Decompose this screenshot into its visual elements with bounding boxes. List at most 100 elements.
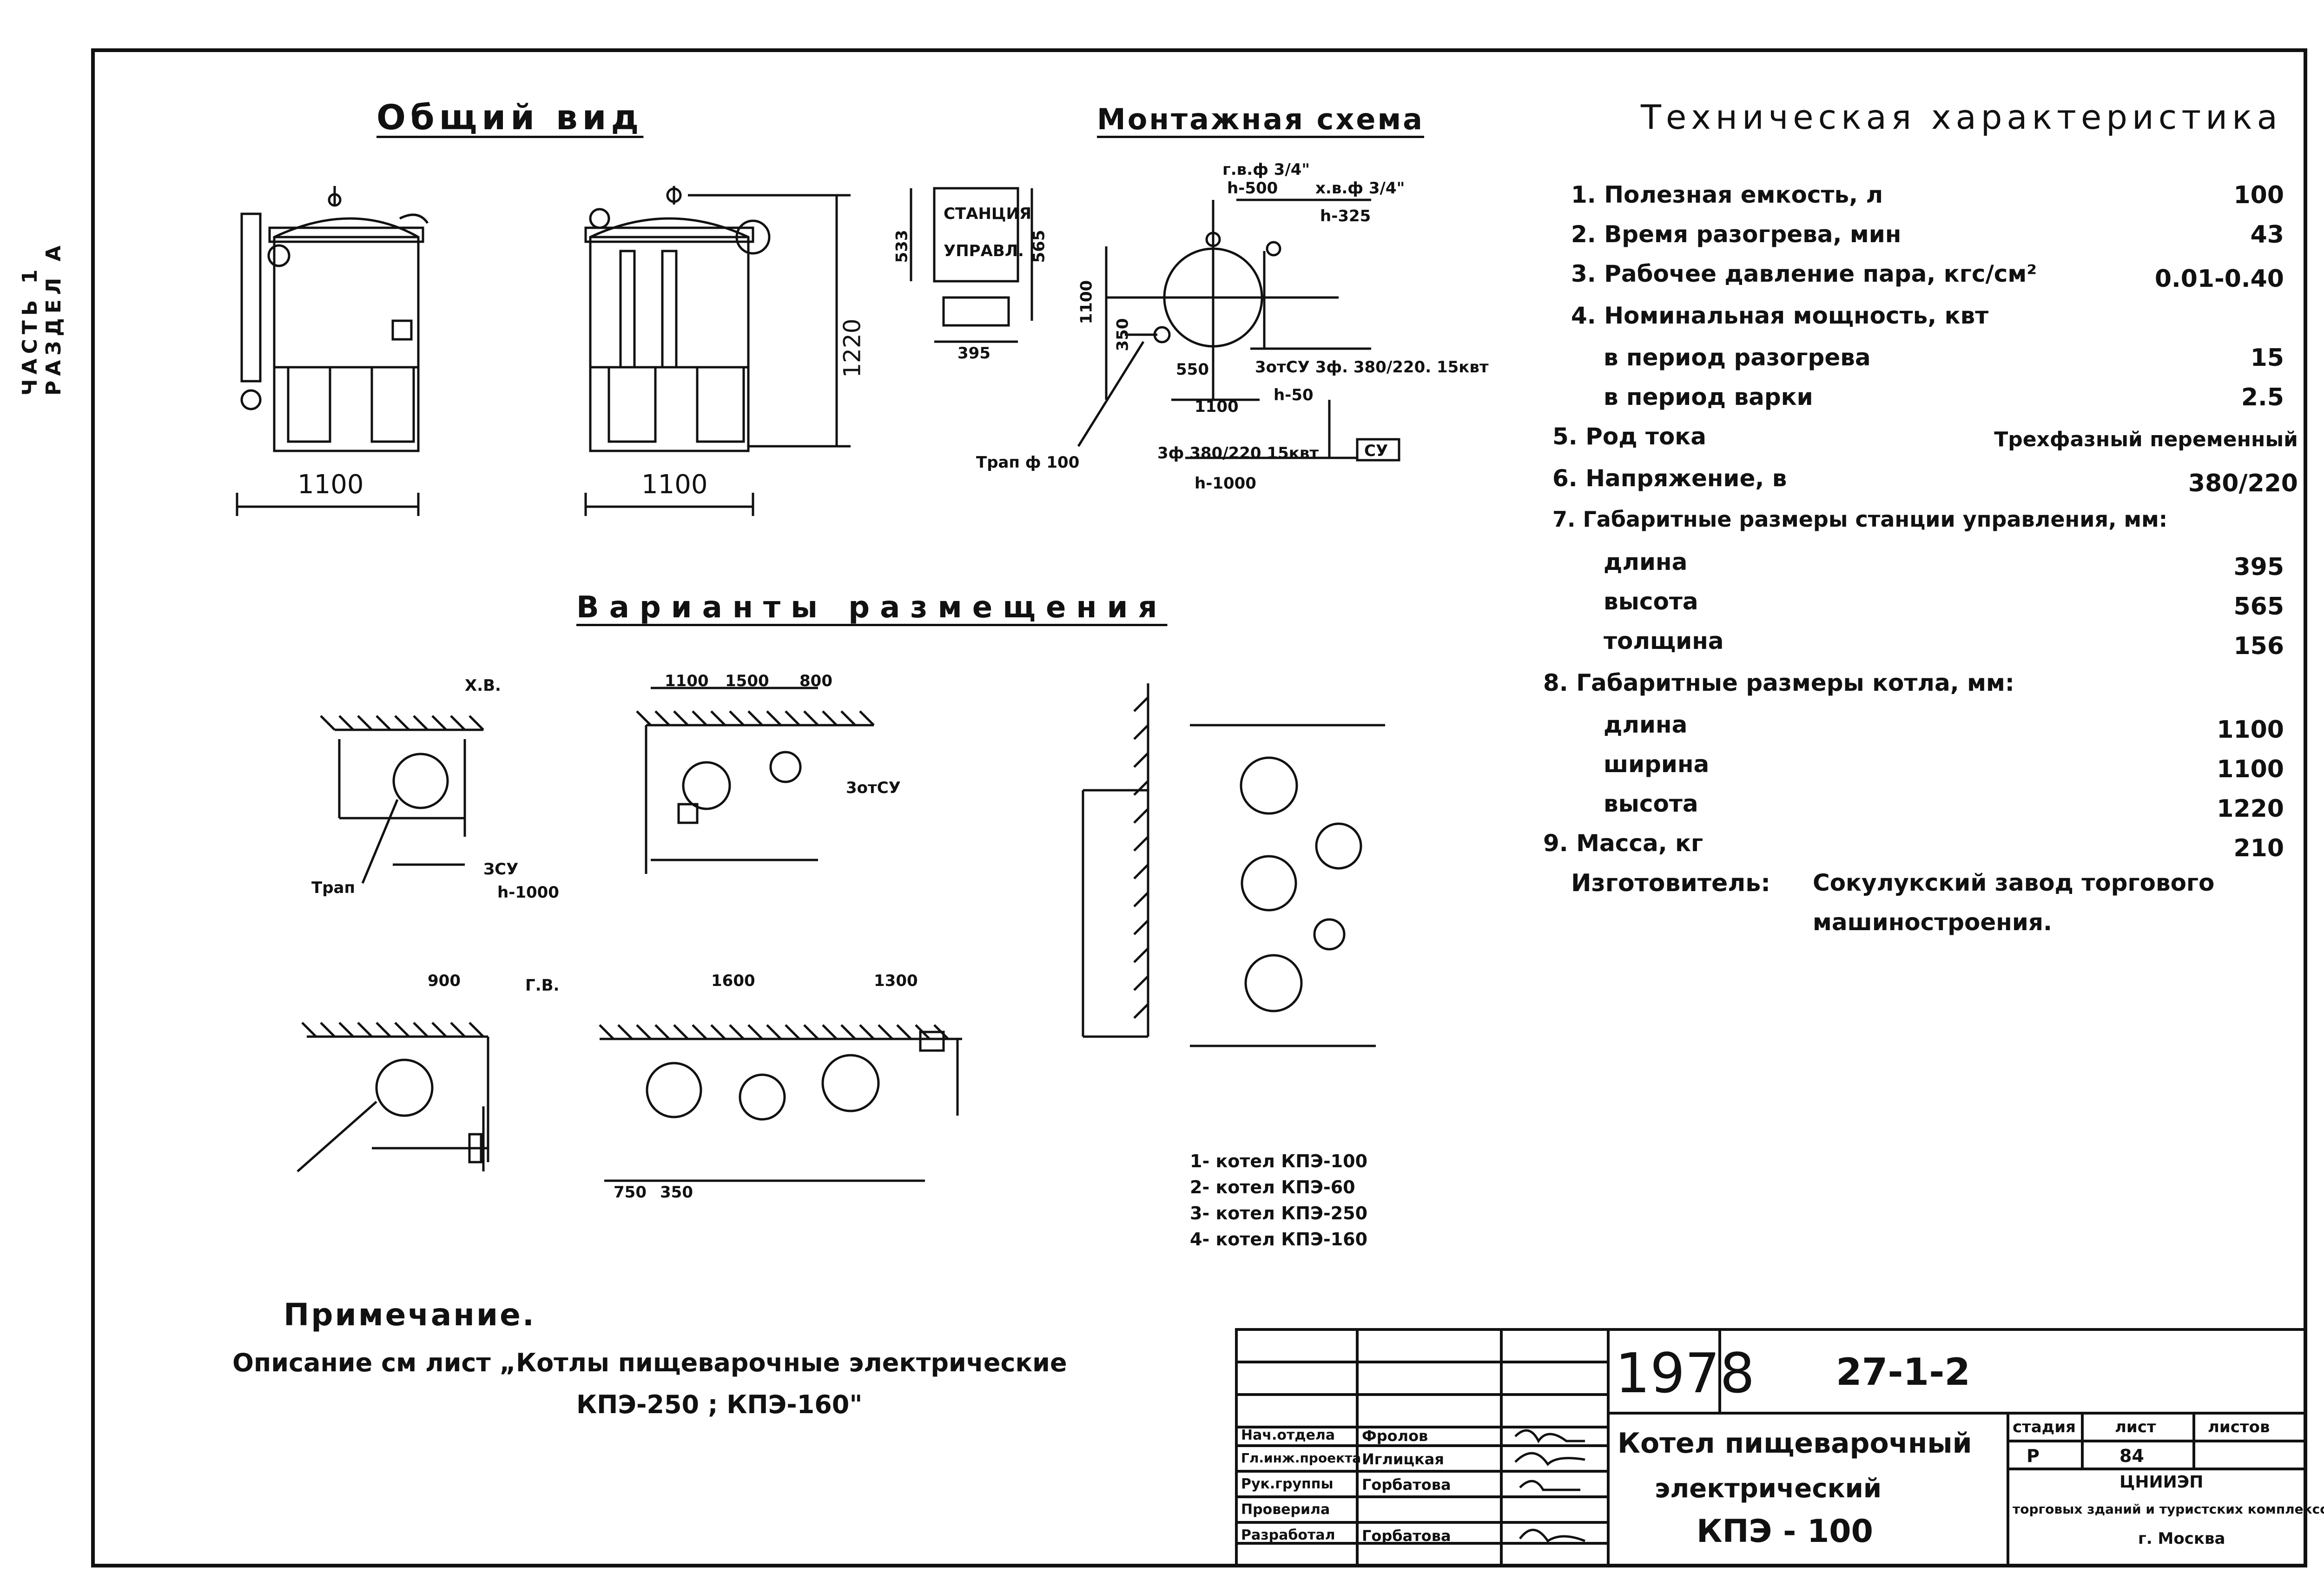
tech-row-label: 2. Время разогрева, мин [1571,221,1901,248]
placement-label-12: 900 [428,972,461,990]
tech-row-value: 1100 [2217,716,2284,744]
tb-role-name: Горбатова [1362,1527,1451,1545]
label-h1000: h-1000 [1195,474,1256,493]
manufacturer-line-1: Сокулукский завод торгового [1813,869,2215,896]
tb-name-1: Котел пищеварочный [1618,1427,1972,1460]
station-label-2: УПРАВЛ. [944,242,1024,260]
tech-row-label: в период разогрева [1604,344,1871,371]
tb-org-2: торговых зданий и туристских комплексов [2013,1501,2324,1517]
legend-item: 1- котел КПЭ-100 [1190,1151,1368,1171]
tech-row-value: 15 [2250,344,2284,372]
legend-item: 3- котел КПЭ-250 [1190,1203,1368,1223]
notes-line-2: КПЭ-250 ; КПЭ-160" [576,1390,863,1419]
label-h325: h-325 [1320,207,1371,225]
tb-org-1: ЦНИИЭП [2119,1473,2204,1492]
dim-533: 533 [892,230,911,263]
tech-row-value: 1220 [2217,795,2284,823]
label-3otsu: 3отСУ 3ф. 380/220. 15квт [1255,358,1489,377]
tech-row-value: 210 [2233,834,2284,862]
general-view-dim-width-2: 1100 [641,469,708,500]
label-3f: 3ф 380/220 15квт [1157,444,1319,463]
tb-org-3: г. Москва [2138,1529,2225,1548]
general-view-dim-height: 1220 [838,318,866,378]
placement-label-8: 1500 [725,672,769,690]
tb-role-name: Иглицкая [1362,1450,1444,1468]
placement-label-7: 1100 [665,672,709,690]
notes-line-1: Описание см лист „Котлы пищеварочные эле… [232,1348,1067,1377]
tb-name-3: КПЭ - 100 [1697,1513,1873,1550]
dim-1100-horizontal: 1100 [1195,397,1239,416]
placement-label-6: h-1000 [497,883,559,902]
tech-row-label: 1. Полезная емкость, л [1571,181,1883,208]
placement-variant-1 [320,715,484,884]
label-h500: h-500 [1227,179,1278,198]
tech-row-label: 5. Род тока [1552,423,1706,450]
signatures [1514,1429,1585,1543]
label-gv: г.в.ф 3/4" [1222,160,1310,179]
placement-label-11: 1300 [874,972,918,990]
tech-row-value: 0.01-0.40 [2154,265,2284,293]
label-su: СУ [1364,442,1388,460]
dim-350: 350 [1113,318,1132,351]
tech-row-label: толщина [1604,628,1724,655]
tech-row-label: 4. Номинальная мощность, квт [1571,302,1989,329]
label-trap: Трап ф 100 [976,453,1080,472]
dim-1100-vertical: 1100 [1077,280,1096,324]
mounting-plan [1077,198,1400,462]
tech-row-value: 43 [2250,221,2284,249]
placement-label-14: 350 [660,1183,693,1202]
label-h50: h-50 [1274,386,1314,404]
placement-label-5: Трап [311,879,355,897]
label-xv: х.в.ф 3/4" [1315,179,1405,198]
tech-row-label: высота [1604,790,1698,817]
tech-row-label: 6. Напряжение, в [1552,465,1787,492]
tb-role: Разработал [1241,1527,1335,1543]
tech-title: Техническая характеристика [1641,98,2282,137]
dim-395: 395 [957,344,990,363]
tech-row-label: высота [1604,588,1698,615]
tb-role-name: Горбатова [1362,1476,1451,1494]
placement-legend: 1- котел КПЭ-100 2- котел КПЭ-60 3- коте… [1190,1148,1367,1252]
placement-variant-2 [636,687,875,874]
tb-code: 27-1-2 [1836,1350,1971,1394]
tb-name-2: электрический [1655,1474,1882,1504]
tech-row-label: 7. Габаритные размеры станции управления… [1552,507,2168,532]
tech-row-value: Трехфазный переменный [1994,428,2298,451]
placement-title: Варианты размещения [576,590,1168,625]
placement-label-2: Х.В. [465,676,501,695]
notes-title: Примечание. [284,1297,536,1333]
tb-role-name: Фролов [1362,1427,1428,1445]
tech-row-label: длина [1604,711,1688,738]
general-view-dim-width-1: 1100 [297,469,364,500]
manufacturer-label: Изготовитель: [1571,869,1770,897]
tb-year: 1978 [1615,1341,1755,1405]
tech-row-value: 565 [2233,593,2284,621]
placement-label-13: 750 [614,1183,647,1202]
legend-item: 2- котел КПЭ-60 [1190,1177,1355,1197]
manufacturer-line-2: машиностроения. [1813,909,2052,936]
placement-label-10: 1600 [711,972,755,990]
tb-role: Гл.инж.проекта [1241,1450,1361,1466]
tb-hdr-stage: стадия [2013,1418,2076,1436]
station-label-1: СТАНЦИЯ [944,205,1032,223]
dim-565: 565 [1030,230,1049,263]
placement-label-3: Г.В. [525,976,560,995]
tech-row-label: 3. Рабочее давление пара, кгс/см² [1571,260,2037,287]
tech-row-value: 100 [2233,181,2284,209]
tech-row-label: 8. Габаритные размеры котла, мм: [1543,669,2014,696]
tb-hdr-sheets: листов [2208,1418,2270,1436]
tech-row-label: 9. Масса, кг [1543,830,1703,857]
placement-label-4: ЗСУ [483,860,519,879]
tech-row-value: 2.5 [2241,384,2284,411]
control-station-scheme [910,187,1033,343]
general-view-title: Общий вид [376,98,644,138]
side-label-text: ЧАСТЬ 1 РАЗДЕЛ А [18,241,66,396]
title-block-grid [1235,1328,2307,1567]
tb-role: Нач.отдела [1241,1427,1335,1443]
placement-variant-5 [1082,683,1385,1047]
boiler-front-view [236,186,429,516]
tech-row-value: 1100 [2217,755,2284,783]
tech-row-value: 395 [2233,553,2284,581]
tb-role: Рук.группы [1241,1476,1334,1492]
